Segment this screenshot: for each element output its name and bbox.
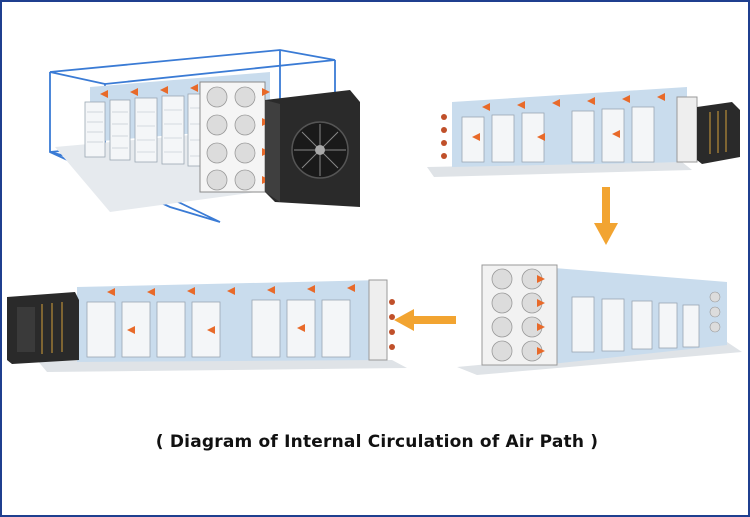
container-side-view-c: [7, 272, 412, 382]
container-overview-illustration: [30, 32, 380, 232]
down-arrow-icon: [592, 187, 620, 247]
diagram-caption: ( Diagram of Internal Circulation of Air…: [155, 432, 599, 452]
left-arrow-icon: [394, 307, 456, 333]
container-side-view-a: [422, 82, 747, 192]
container-side-view-b: [457, 257, 747, 382]
